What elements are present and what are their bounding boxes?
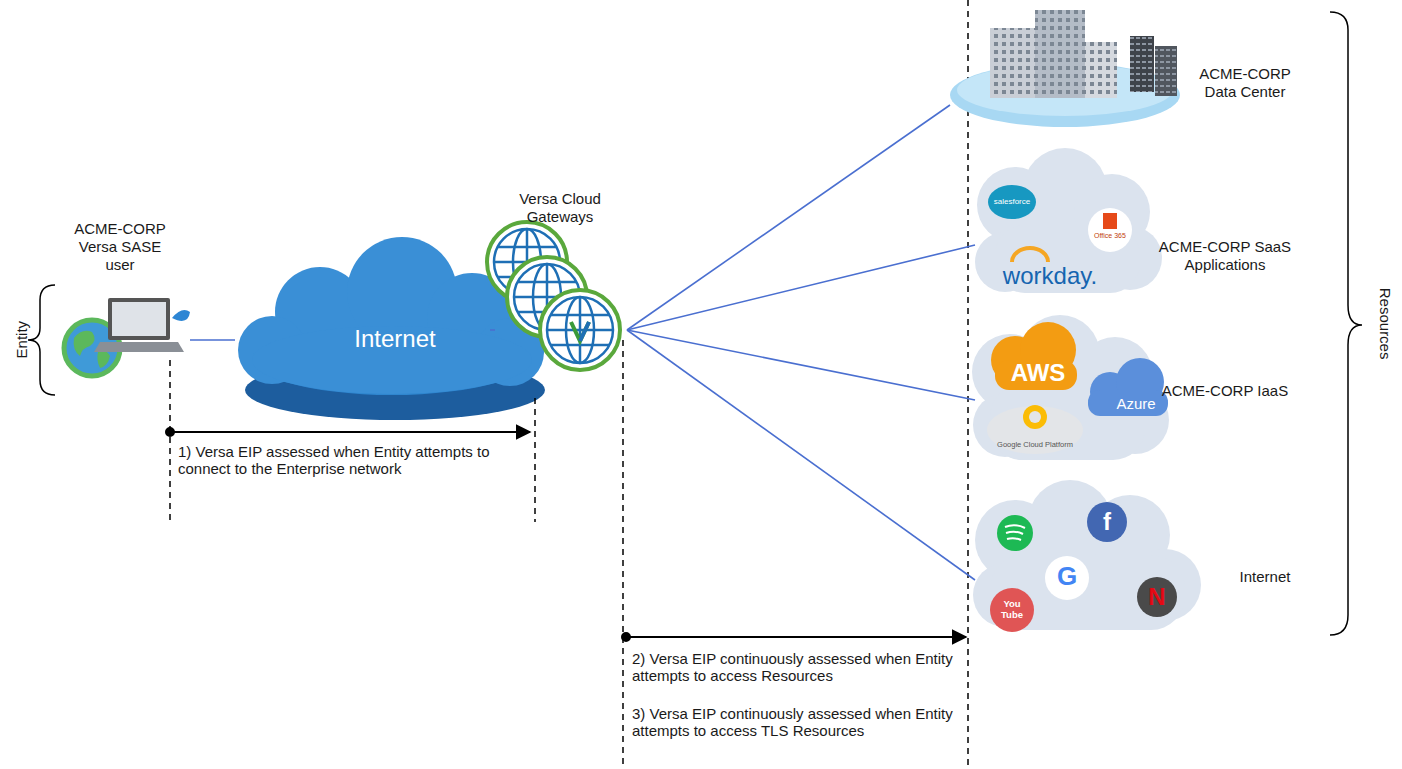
annotation-arrow <box>626 636 966 638</box>
logo-text: f <box>1095 508 1119 536</box>
internet-logos <box>990 588 1034 632</box>
annotation-arrow <box>170 431 530 433</box>
bracket-label: Resources <box>1376 279 1393 369</box>
saas-logos <box>1012 248 1048 262</box>
node-label: ACME-CORP Data Center <box>1185 65 1305 101</box>
logo-text: G <box>1052 562 1082 592</box>
step-note: 3) Versa EIP continuously assessed when … <box>632 705 962 740</box>
dashed-guide <box>169 360 171 525</box>
logo-text: Office 365 <box>1090 232 1130 240</box>
connector-line <box>627 245 975 330</box>
datacenter-node: ACME-CORP Data Center <box>950 5 1310 130</box>
node-label: ACME-CORP Versa SASE user <box>70 220 170 274</box>
internet-resource-node: Internet <box>975 490 1307 635</box>
internet-resource-cloud <box>973 480 1201 630</box>
internet-cloud: Internet <box>235 265 490 420</box>
iaas-logos <box>987 322 1168 454</box>
user-icon <box>97 351 110 368</box>
internet-cloud-shape <box>252 326 532 394</box>
datacenter-illustration <box>1035 10 1085 98</box>
gateway-node: Versa Cloud Gateways <box>495 190 627 375</box>
node-label: ACME-CORP IaaS <box>1160 382 1290 400</box>
connector-line <box>190 339 235 341</box>
datacenter-illustration <box>1130 36 1154 92</box>
internet-logos <box>1087 502 1127 542</box>
user-icon <box>172 310 190 321</box>
iaas-logos <box>1029 411 1041 423</box>
entity-brace <box>28 285 55 395</box>
datacenter-illustration <box>1085 42 1117 98</box>
step-note: 1) Versa EIP assessed when Entity attemp… <box>178 443 528 478</box>
connector-line <box>627 330 975 580</box>
saas-logos <box>1088 208 1132 252</box>
connector-line <box>627 330 975 400</box>
user-node: ACME-CORP Versa SASE user <box>50 220 190 390</box>
logo-text: N <box>1145 583 1169 611</box>
datacenter-illustration <box>1085 42 1117 98</box>
iaas-logos <box>995 360 1077 390</box>
gateway-globes <box>571 322 589 341</box>
logo-text: Azure <box>1105 395 1167 412</box>
connector-line <box>490 329 495 331</box>
datacenter-illustration <box>990 28 1035 98</box>
internet-logos <box>1137 577 1177 617</box>
logo-text: workday. <box>990 262 1110 290</box>
iaas-logos <box>1088 390 1168 416</box>
user-icon <box>94 342 184 352</box>
saas-cloud-shape <box>975 148 1162 293</box>
connector-line <box>627 105 950 330</box>
saas-logos <box>1103 213 1117 229</box>
iaas-cloud-shape <box>972 315 1169 460</box>
internet-logos <box>1005 525 1025 540</box>
saas-logos <box>988 185 1036 219</box>
internet-logos <box>1045 556 1089 600</box>
user-icon <box>108 298 170 340</box>
step-note: 2) Versa EIP continuously assessed when … <box>632 650 962 685</box>
saas-logos <box>988 185 1132 262</box>
datacenter-illustration <box>1155 46 1177 96</box>
node-label: ACME-CORP SaaS Applications <box>1155 238 1295 274</box>
logo-text: Google Cloud Platform <box>985 441 1085 450</box>
datacenter-illustration <box>1035 10 1085 98</box>
resources-brace <box>1330 12 1362 635</box>
logo-text: AWS <box>998 359 1078 387</box>
dashed-guide <box>534 398 536 522</box>
bracket-label: Entity <box>13 310 30 370</box>
logo-text: salesforce <box>990 197 1034 206</box>
user-icon <box>112 302 166 336</box>
logo-text: You Tube <box>996 599 1028 621</box>
datacenter-illustration <box>990 28 1035 98</box>
iaas-logos <box>1023 405 1047 429</box>
datacenter-illustration <box>1155 46 1177 96</box>
gateway-globes <box>580 322 589 341</box>
gateway-globes <box>540 290 620 370</box>
node-label: Versa Cloud Gateways <box>495 190 625 226</box>
internet-logos <box>997 515 1033 551</box>
dashed-guide <box>170 0 968 769</box>
dashed-guide <box>967 0 969 769</box>
node-label: Internet <box>1225 568 1305 586</box>
node-label: Internet <box>325 325 465 354</box>
internet-logos <box>990 502 1177 632</box>
connector-group <box>190 105 975 580</box>
gateway-globes <box>487 222 620 370</box>
annotation-arrow <box>166 428 966 641</box>
user-icon <box>64 298 190 376</box>
datacenter-illustration <box>950 10 1180 127</box>
datacenter-illustration <box>1130 36 1154 92</box>
user-icon <box>74 331 95 356</box>
dashed-guide <box>622 340 624 769</box>
